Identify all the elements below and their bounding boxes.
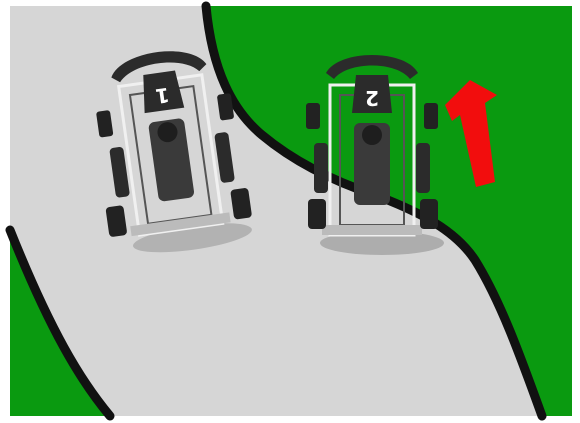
kart-2-number: 2 xyxy=(365,86,379,110)
